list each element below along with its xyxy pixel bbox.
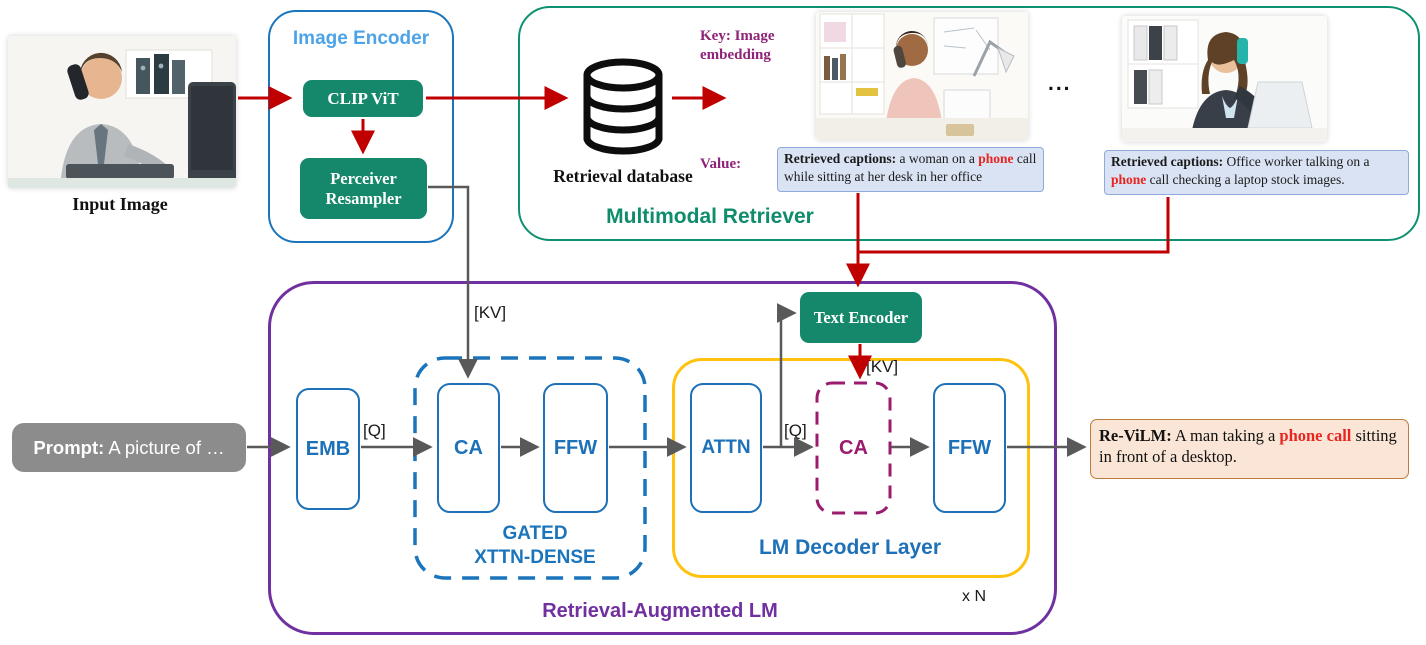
text-encoder-block: Text Encoder — [800, 292, 922, 343]
caption-2-text: Office worker talking on a — [1223, 154, 1370, 169]
retrieved-image-2 — [1122, 16, 1327, 142]
output-highlight: phone call — [1279, 426, 1352, 445]
emb-block: EMB — [296, 388, 360, 510]
woman-on-phone-office-illustration — [816, 12, 1028, 140]
image-encoder-box — [268, 10, 454, 243]
ellipsis-between-images: ... — [1048, 72, 1072, 95]
gated-ffw-block: FFW — [543, 383, 608, 513]
retrieval-augmented-lm-title: Retrieval-Augmented LM — [542, 600, 778, 622]
retrieval-augmented-lm-box — [268, 281, 1057, 635]
retrieved-caption-2: Retrieved captions: Office worker talkin… — [1104, 150, 1409, 195]
input-image-photo — [8, 36, 236, 188]
prompt-label: Prompt: A picture of … — [33, 436, 225, 458]
output-prefix: Re-ViLM: — [1099, 426, 1172, 445]
retrieved-caption-1: Retrieved captions: a woman on a phone c… — [777, 147, 1044, 192]
kv-label-decoder: [KV] — [866, 357, 899, 376]
attn-block: ATTN — [690, 383, 762, 513]
clip-vit-block: CLIP ViT — [303, 80, 423, 117]
database-icon — [578, 58, 668, 169]
retrieved-image-1 — [816, 12, 1028, 140]
caption-1-text-after: call while sitting at her desk in her of… — [784, 151, 1037, 184]
value-label: Value: — [700, 156, 742, 172]
output-text-after: sitting in front of a desktop. — [1099, 426, 1397, 467]
retrieval-database-label: Retrieval database — [553, 166, 693, 186]
caption-1-prefix: Retrieved captions: — [784, 151, 897, 166]
office-worker-phone-laptop-illustration — [1122, 16, 1327, 142]
decoder-ca-block: CA — [839, 436, 868, 459]
q-label-gated: [Q] — [363, 421, 386, 440]
image-encoder-title: Image Encoder — [292, 28, 430, 49]
man-on-phone-illustration — [8, 36, 236, 188]
caption-1-highlight: phone — [978, 151, 1014, 166]
kv-label-gated: [KV] — [474, 303, 507, 322]
xn-repeat-label: x N — [962, 588, 986, 605]
caption-1-text: a woman on a — [896, 151, 979, 166]
gated-xttn-dense-title: GATED XTTN-DENSE — [474, 523, 596, 568]
gated-ca-block: CA — [437, 383, 500, 513]
output-caption-box: Re-ViLM: A man taking a phone call sitti… — [1090, 419, 1409, 479]
lm-decoder-layer-title: LM Decoder Layer — [758, 536, 942, 559]
output-text: A man taking a — [1171, 426, 1280, 445]
key-image-embedding-label: Key: Image embedding — [700, 28, 775, 63]
prompt-box: Prompt: A picture of … — [12, 423, 246, 472]
perceiver-resampler-block: Perceiver Resampler — [300, 158, 427, 219]
multimodal-retriever-title: Multimodal Retriever — [606, 205, 814, 228]
decoder-ffw-block: FFW — [933, 383, 1006, 513]
caption-2-prefix: Retrieved captions: — [1111, 154, 1224, 169]
q-label-decoder: [Q] — [784, 421, 807, 440]
caption-2-text-after: call checking a laptop stock images. — [1146, 171, 1345, 187]
input-image-label: Input Image — [72, 194, 168, 214]
caption-2-highlight: phone — [1111, 171, 1147, 187]
